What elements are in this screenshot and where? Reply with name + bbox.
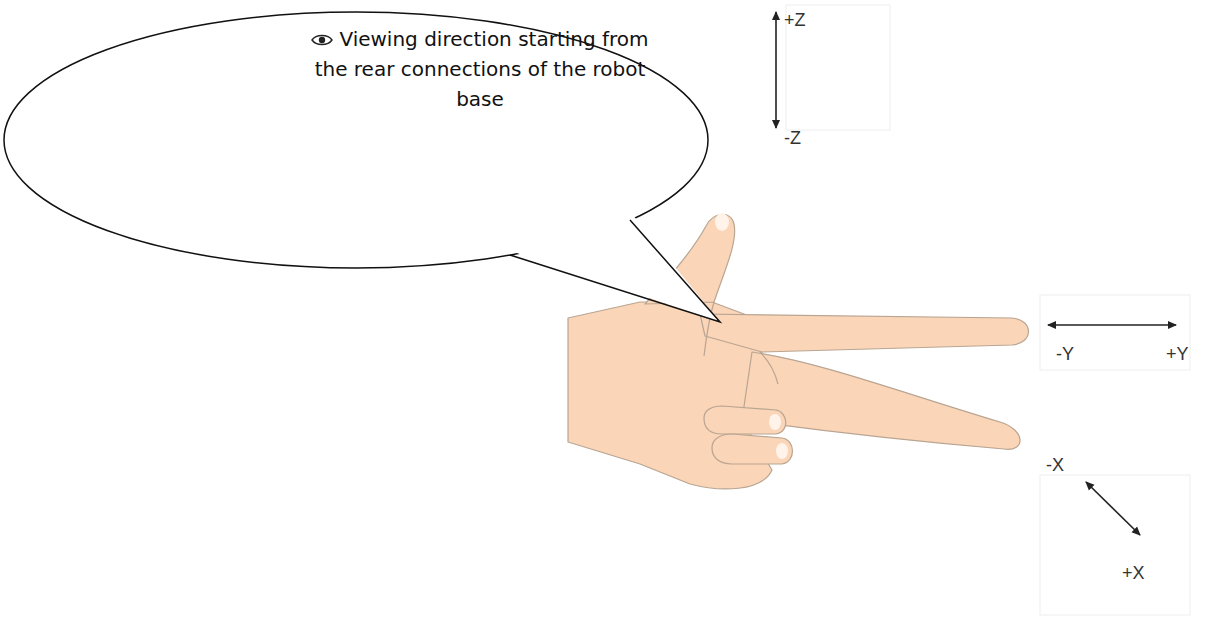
fingernail: [715, 213, 788, 459]
axis-arrow: [776, 12, 1176, 535]
axis-label: -Z: [784, 128, 801, 148]
axis-label: -X: [1046, 455, 1064, 475]
eye-icon: [311, 33, 333, 47]
axis-frame: [786, 5, 1190, 615]
speech-bubble: Viewing direction starting from the rear…: [0, 0, 730, 330]
bubble-text: Viewing direction starting from the rear…: [315, 27, 649, 111]
axis-label: +X: [1122, 563, 1145, 583]
axis-label: -Y: [1056, 344, 1074, 364]
bubble-text-block: Viewing direction starting from the rear…: [300, 24, 660, 114]
axis-label: +Z: [784, 10, 806, 30]
axis-label: +Y: [1166, 344, 1189, 364]
hand-crease: [704, 302, 778, 384]
